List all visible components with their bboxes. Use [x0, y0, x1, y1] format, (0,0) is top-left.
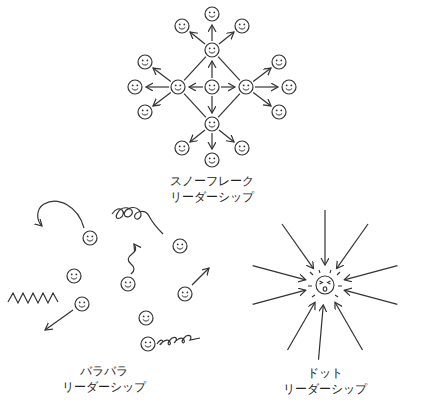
smiley [175, 19, 189, 33]
face [316, 276, 334, 294]
smiley [138, 55, 152, 69]
arrow [282, 224, 314, 269]
stressed-leader [308, 270, 342, 297]
arrow [153, 68, 171, 81]
smiley [205, 43, 219, 57]
scattered-figure [8, 201, 209, 345]
arrow [344, 266, 397, 280]
link-line [218, 94, 240, 118]
arrow [211, 133, 212, 149]
smiley [272, 55, 286, 69]
arrow [319, 305, 324, 360]
style-caption: バラバラ リーダーシップ [44, 364, 164, 395]
loop-line [112, 208, 163, 234]
arrow [324, 210, 325, 265]
sparkle [308, 270, 342, 297]
smiley [141, 337, 155, 351]
arrow [253, 93, 271, 106]
smiley [175, 141, 189, 155]
scattered-people [67, 231, 192, 351]
arrow [211, 96, 212, 113]
smiley [282, 80, 296, 94]
smiley [205, 117, 219, 131]
arrow [146, 86, 169, 87]
arrow [253, 68, 271, 81]
arrow [219, 32, 234, 44]
link-line [218, 57, 240, 81]
eyes [320, 281, 331, 284]
arrow [253, 266, 306, 280]
smiley [83, 231, 97, 245]
arrow [211, 61, 212, 78]
arrow [255, 86, 278, 87]
arrow [190, 32, 205, 44]
arrow [288, 302, 316, 350]
smiley [173, 239, 187, 253]
smiley [205, 80, 219, 94]
zigzag-line [8, 293, 58, 303]
arrow [45, 310, 73, 330]
smiley [178, 287, 192, 301]
arrow [335, 302, 363, 350]
style-caption: スノーフレーク リーダーシップ [152, 174, 272, 205]
arrow [253, 290, 306, 304]
arrow [153, 93, 171, 106]
smiley [205, 153, 219, 167]
arrow [189, 86, 203, 87]
smiley [67, 269, 81, 283]
arrow [221, 86, 235, 87]
smiley [205, 7, 219, 21]
link-line [184, 94, 206, 118]
style-caption: ドット リーダーシップ [265, 366, 385, 397]
arrow [344, 290, 397, 304]
smiley [235, 19, 249, 33]
arrow [211, 25, 212, 41]
wavy-arrow [128, 244, 135, 274]
arrow [190, 130, 205, 142]
link-line [184, 57, 206, 81]
arrow [337, 224, 369, 269]
smiley [139, 311, 153, 325]
curly-arrow [38, 201, 84, 228]
smiley [138, 105, 152, 119]
snowflake-figure [146, 25, 278, 149]
coil-line [157, 335, 200, 344]
arrow [192, 268, 209, 285]
arrow [219, 130, 234, 142]
mouth [323, 287, 327, 291]
smiley [272, 105, 286, 119]
smiley [75, 297, 89, 311]
smiley [235, 141, 249, 155]
smiley [121, 277, 135, 291]
smiley [128, 80, 142, 94]
dot-figure [253, 210, 398, 360]
smiley [239, 80, 253, 94]
smiley [171, 80, 185, 94]
snowflake-people [128, 7, 296, 167]
